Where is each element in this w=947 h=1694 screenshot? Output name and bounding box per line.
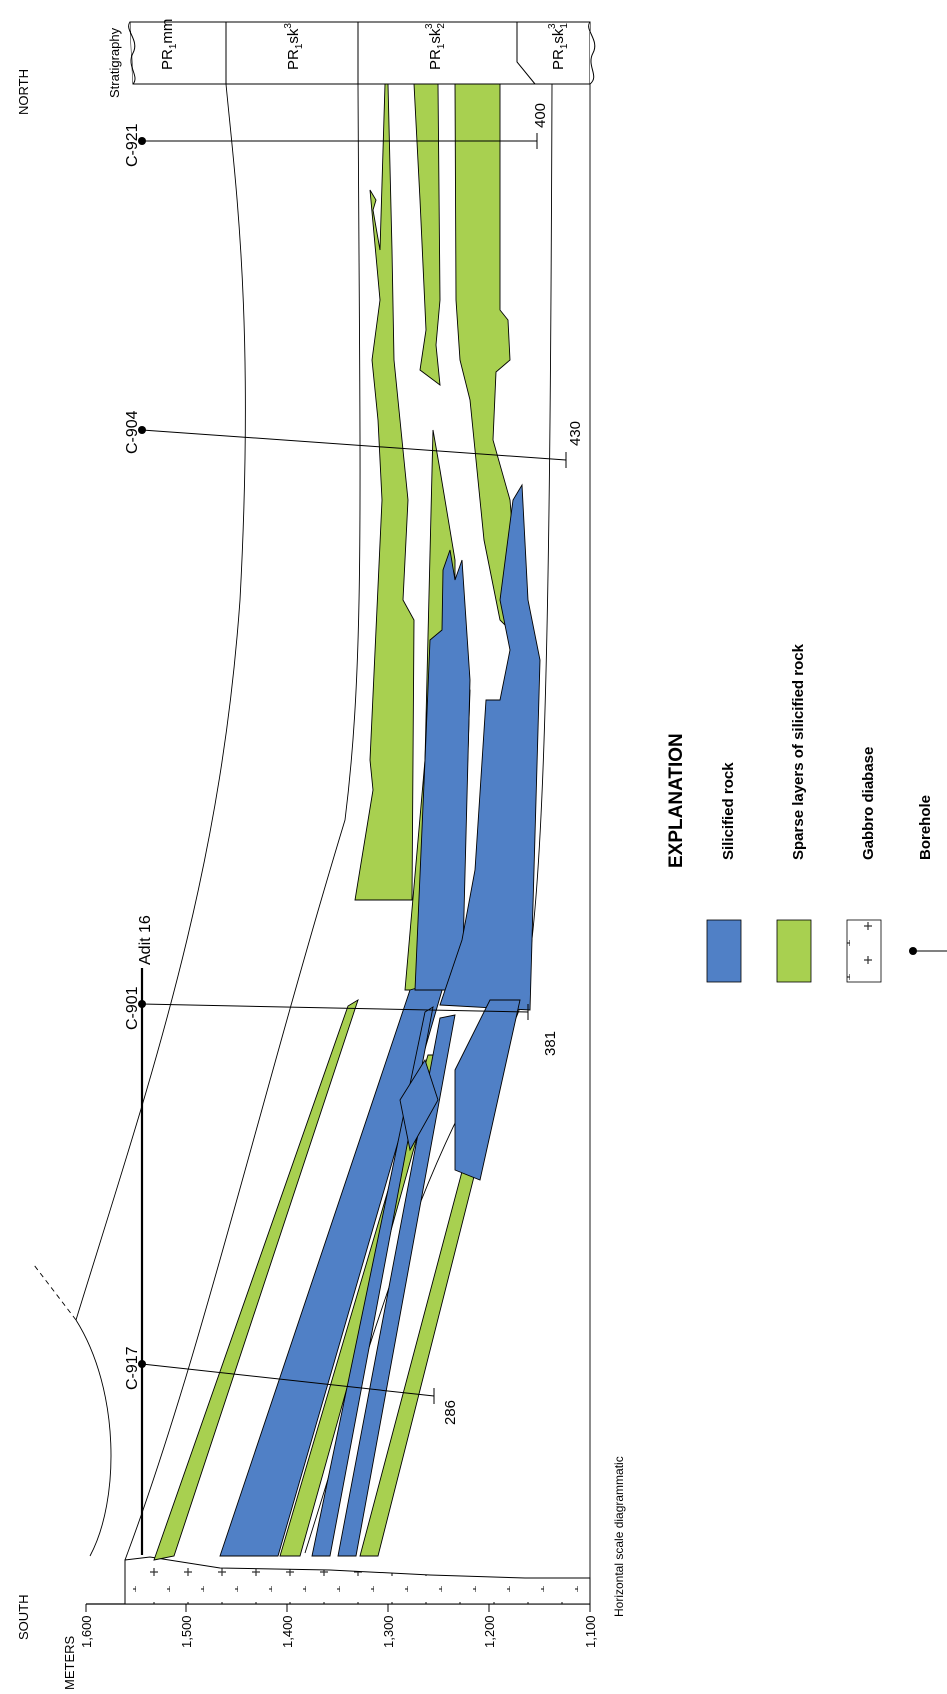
legend-label: Sparse layers of silicified rock — [790, 643, 807, 860]
horizontal-scale-note: Horizontal scale diagrammatic — [612, 1456, 626, 1617]
borehole-c-921: C-921 400 — [124, 103, 549, 167]
blue-layer — [399, 1058, 439, 1152]
borehole-depth: 381 — [542, 1031, 559, 1056]
borehole-c-904: C-904 430 — [124, 410, 584, 468]
tick-label: 1,300 — [381, 1615, 396, 1648]
legend-swatch-silicified — [706, 919, 742, 983]
borehole-c-917: C-917 286 — [124, 1346, 459, 1425]
legend-label: Borehole — [917, 795, 934, 860]
borehole-id: C-921 — [124, 123, 141, 167]
tick-label: 1,400 — [280, 1615, 295, 1648]
tick-label: 1,500 — [179, 1615, 194, 1648]
blue-layer — [337, 1014, 456, 1557]
tick-label: 1,100 — [583, 1615, 598, 1648]
green-layer — [413, 83, 441, 386]
legend-swatch-sparse — [776, 919, 812, 983]
adit-label: Adit 16 — [137, 915, 154, 965]
blue-layer — [414, 549, 471, 991]
strat-unit-label: PR1mm — [159, 19, 179, 70]
tick-label: 1,600 — [79, 1615, 94, 1648]
borehole-depth: 286 — [442, 1400, 459, 1425]
legend-borehole-symbol — [909, 947, 947, 955]
stratigraphy-column: Stratigraphy PR1mm PR1sk3 PR1sk23 PR1sk1… — [107, 19, 596, 98]
strat-unit-label: PR1sk3 — [283, 23, 305, 70]
elevation-axis: METERS 1,600 1,500 1,400 1,300 1,200 1,1… — [62, 1603, 598, 1691]
axis-unit-label: METERS — [62, 1636, 77, 1691]
green-layer — [153, 998, 359, 1561]
gabbro-diabase-body — [124, 1556, 591, 1605]
silicified-rock-bodies — [219, 483, 541, 1557]
borehole-depth: 400 — [532, 103, 549, 128]
legend-label: Silicified rock — [720, 762, 737, 860]
strat-unit-label: PR1sk23 — [424, 23, 447, 70]
explanation-legend: EXPLANATION Silicified rock Sparse layer… — [666, 643, 947, 983]
borehole-depth: 430 — [567, 421, 584, 446]
tick-label: 1,200 — [482, 1615, 497, 1648]
north-label: NORTH — [16, 69, 31, 115]
legend-swatch-gabbro — [846, 919, 882, 983]
green-layer — [354, 83, 415, 901]
stratigraphy-header: Stratigraphy — [107, 27, 122, 98]
borehole-id: C-917 — [124, 1346, 141, 1390]
borehole-id: C-904 — [124, 410, 141, 454]
blue-layer — [311, 1006, 434, 1557]
blue-layer — [454, 999, 521, 1181]
adit-16: Adit 16 — [137, 915, 154, 1555]
borehole-c-901: C-901 381 — [124, 986, 559, 1056]
borehole-id: C-901 — [124, 986, 141, 1030]
strat-unit-label: PR1sk13 — [547, 23, 570, 70]
south-label: SOUTH — [16, 1595, 31, 1641]
legend-label: Gabbro diabase — [860, 747, 877, 860]
blue-layer — [439, 483, 541, 1011]
legend-title: EXPLANATION — [666, 733, 687, 868]
